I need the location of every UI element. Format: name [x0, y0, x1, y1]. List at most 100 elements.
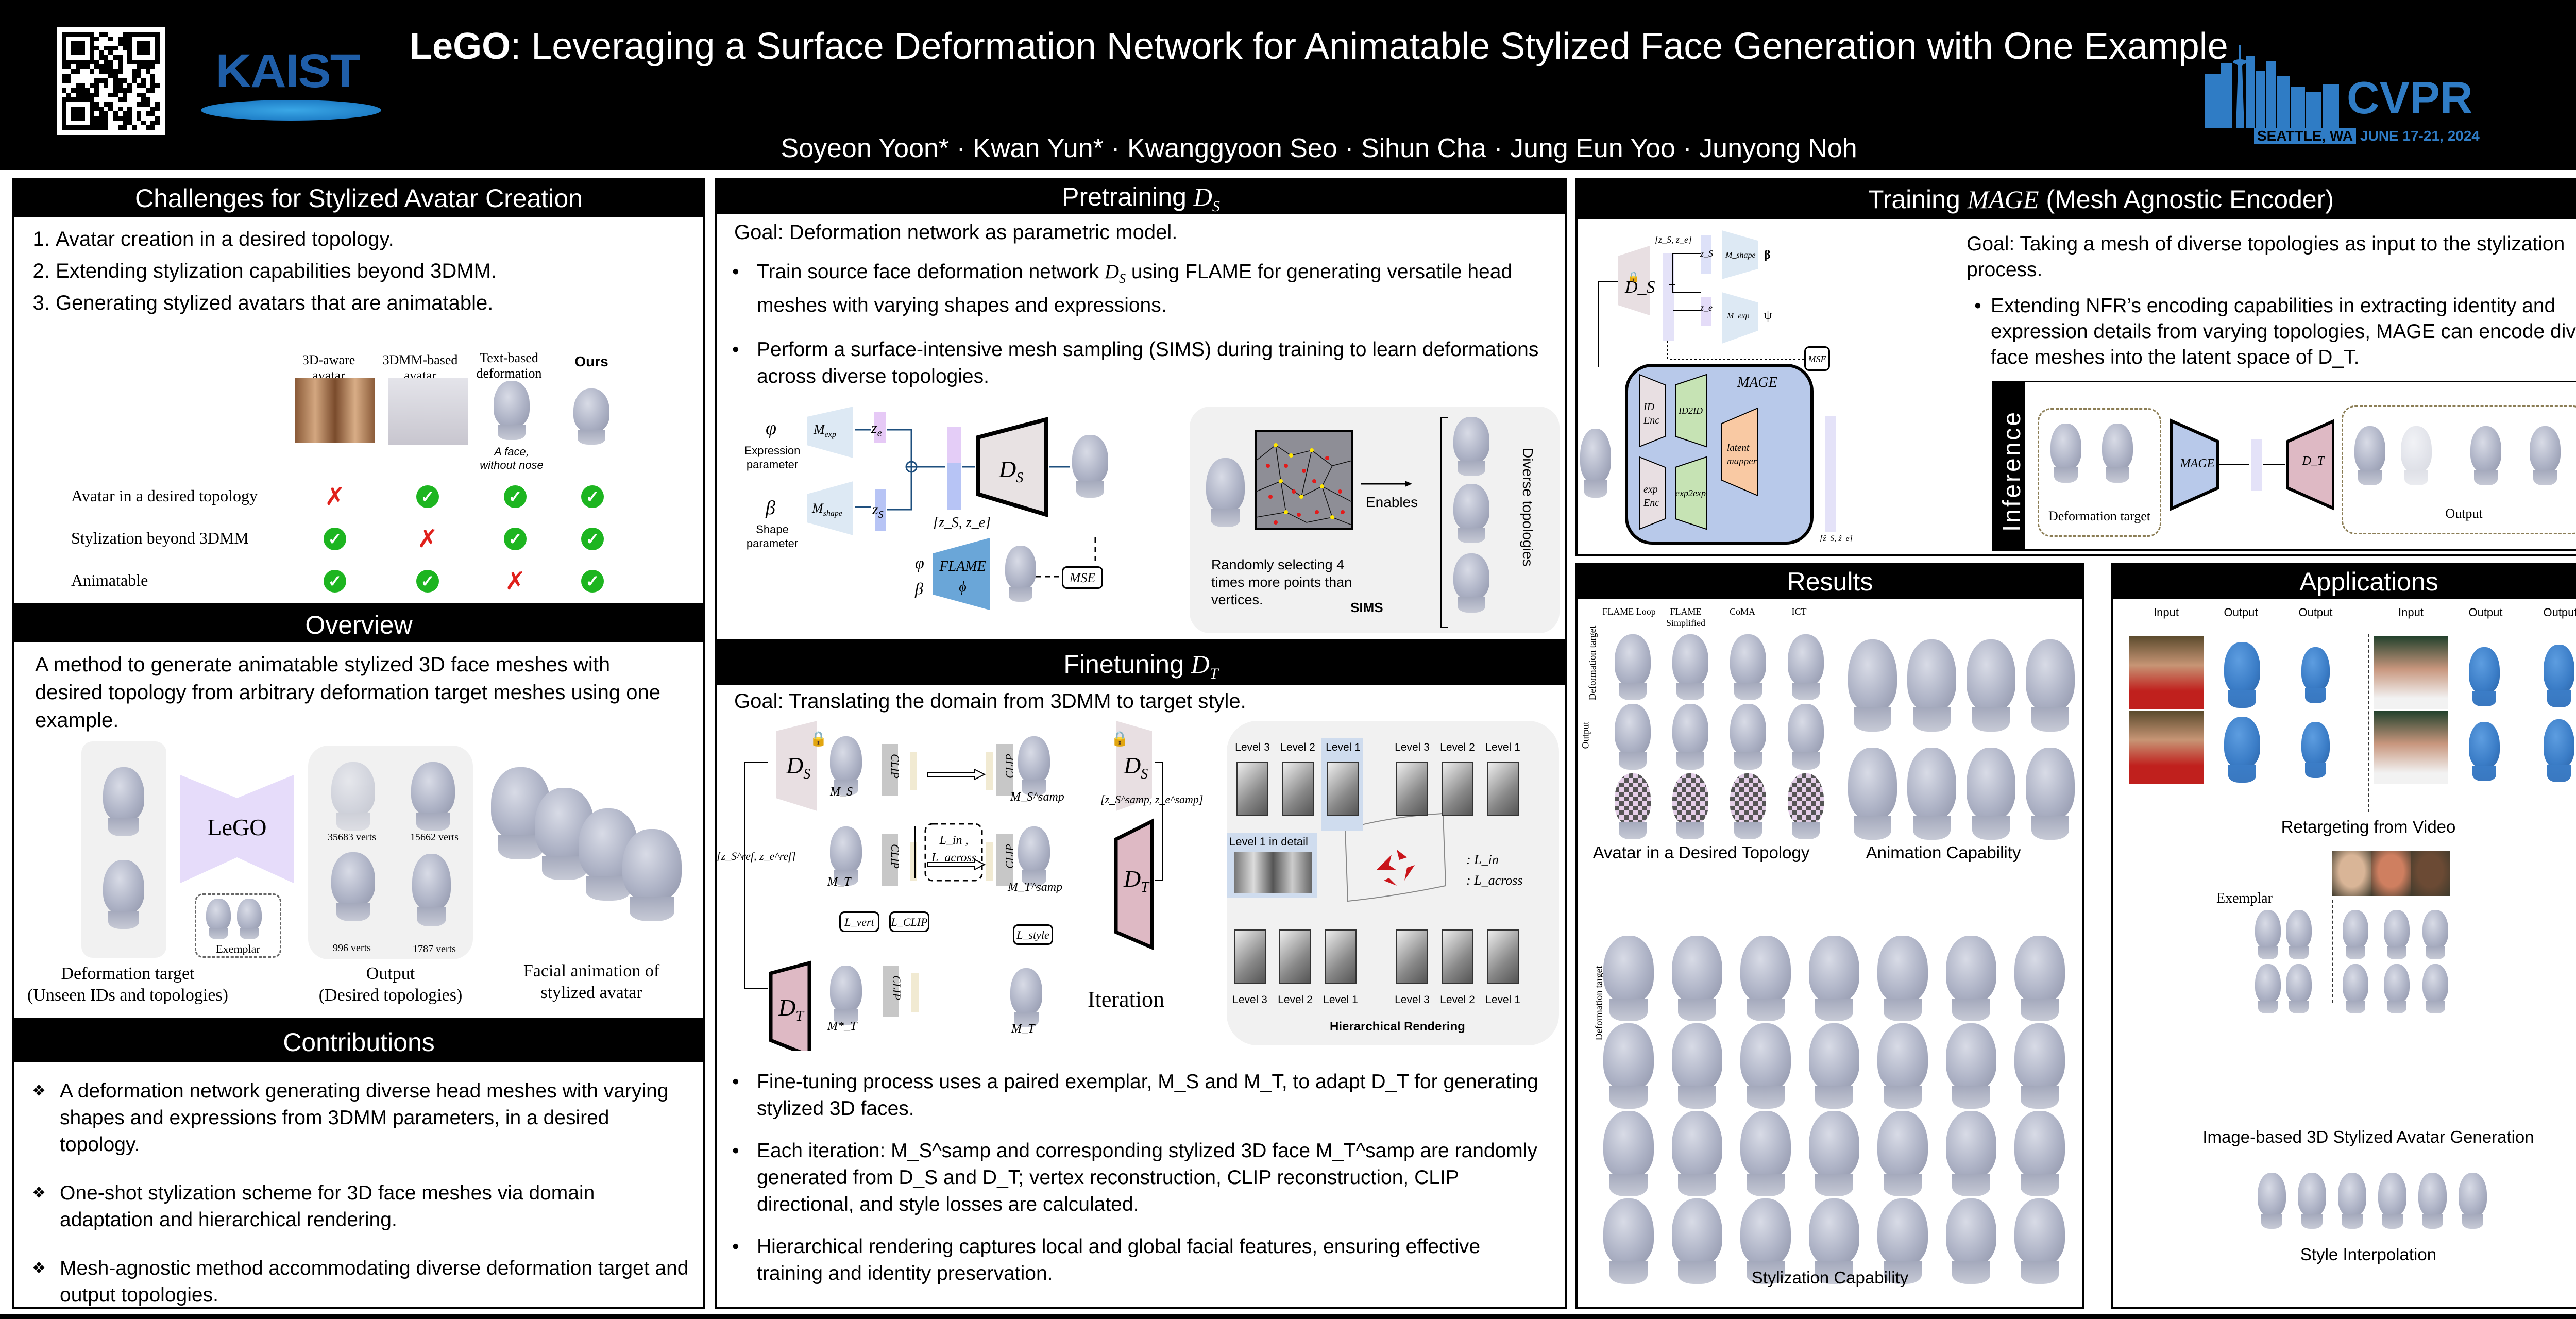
qr-module [117, 41, 123, 46]
qr-module [122, 83, 127, 88]
check-icon: ✓ [324, 570, 346, 593]
qr-module [145, 64, 150, 70]
author-list: Soyeon Yoon* · Kwan Yun* · Kwanggyoon Se… [781, 133, 1857, 163]
qr-module [131, 115, 137, 121]
inference-mage-label: MAGE [2180, 457, 2215, 470]
mage-diagram: 🔒 D_S [z_S, z_e] z_S z_e M_shape M_exp β… [1578, 220, 1959, 555]
challenges-list: Avatar creation in a desired topology. E… [14, 223, 703, 319]
qr-module [145, 46, 150, 51]
qr-module [136, 88, 141, 93]
qr-module [145, 115, 150, 121]
stylization-head [1809, 1111, 1859, 1197]
level-label: Level 1 [1485, 741, 1520, 753]
ms-samp-label: M_S^samp [1010, 790, 1064, 804]
math-label: z [871, 419, 877, 436]
exemplar-label: Exemplar [216, 942, 260, 955]
diverse-topologies-label: Diverse topologies [1520, 448, 1536, 567]
qr-module [80, 46, 86, 51]
qr-module [117, 115, 123, 121]
stylization-head [1877, 1198, 1928, 1284]
qr-module [76, 125, 81, 130]
video-column-label: Output [2543, 606, 2576, 619]
sims-title: SIMS [1350, 600, 1383, 615]
qr-module [80, 69, 86, 74]
overview-figure: LeGO Exemplar 35683 verts 15662 verts 99… [14, 741, 705, 1020]
qr-module [99, 125, 104, 130]
level1-detail-images [1234, 852, 1312, 893]
qr-module [99, 102, 104, 107]
l-clip-box: L_CLIP [889, 911, 929, 932]
math-label: D [1124, 752, 1141, 779]
image-based-head [2255, 910, 2281, 959]
qr-module [104, 125, 109, 130]
qr-module [136, 46, 141, 51]
topology-head [1615, 704, 1651, 770]
overview-caption: Output(Desired topologies) [303, 963, 478, 1006]
qr-module [155, 74, 160, 79]
qr-module [150, 55, 155, 60]
qr-module [150, 111, 155, 116]
qr-module [76, 88, 81, 93]
qr-module [62, 83, 67, 88]
qr-module [90, 55, 95, 60]
inference-sidebar [1994, 382, 2025, 549]
m-shape-label: Mshape [812, 501, 842, 518]
qr-module [85, 64, 90, 70]
target-label: Deformation target [2048, 509, 2151, 523]
stylization-head [1740, 936, 1791, 1022]
qr-module [108, 60, 113, 65]
qr-module [117, 74, 123, 79]
target-head [2050, 424, 2081, 483]
enables-label: Enables [1366, 494, 1418, 510]
qr-module [76, 74, 81, 79]
level-render-stack [1487, 929, 1519, 984]
topology-head [1788, 634, 1824, 700]
qr-module [113, 88, 118, 93]
qr-module [145, 32, 150, 37]
qr-module [108, 97, 113, 102]
qr-module [131, 78, 137, 83]
qr-module [122, 37, 127, 42]
qr-module [117, 60, 123, 65]
qr-module [136, 69, 141, 74]
animation-head [1848, 639, 1897, 732]
target-head [2102, 424, 2133, 483]
input-video-frame [2374, 711, 2448, 784]
check-icon: ✓ [504, 485, 527, 508]
qr-module [76, 92, 81, 97]
mage-network-svg [1598, 230, 1836, 545]
ds-output-head [1072, 435, 1108, 498]
dt-bottom [769, 960, 811, 1051]
math-sub: T [795, 1008, 804, 1025]
qr-module [104, 115, 109, 121]
qr-module [136, 50, 141, 56]
input-head [1580, 429, 1611, 498]
poster-header: KAIST LeGO: Leveraging a Surface Deforma… [0, 0, 2576, 170]
qr-module [141, 115, 146, 121]
qr-module [66, 74, 72, 79]
qr-module [136, 64, 141, 70]
exemplar-divider [2332, 900, 2333, 1003]
qr-module [85, 92, 90, 97]
challenge-item: Generating stylized avatars that are ani… [56, 287, 703, 319]
qr-module [113, 115, 118, 121]
qr-module [104, 120, 109, 125]
text-deform-head [494, 381, 530, 441]
psi-symbol: ψ [1764, 309, 1772, 322]
qr-code[interactable] [57, 27, 165, 135]
dt-bottom-label: DT [778, 994, 804, 1025]
qr-module [122, 111, 127, 116]
qr-module [90, 78, 95, 83]
flame-phi-label: ϕ [959, 579, 967, 595]
qr-module [155, 102, 160, 107]
animation-head [622, 829, 682, 922]
clip-encoder-label: CLIP [888, 844, 902, 869]
qr-module [122, 92, 127, 97]
heading-text: (Mesh Agnostic Encoder) [2039, 185, 2334, 214]
enables-arrow-icon [1361, 481, 1412, 487]
stylized-horned-head [2286, 964, 2312, 1013]
qr-module [113, 111, 118, 116]
qr-module [62, 78, 67, 83]
qr-module [66, 92, 72, 97]
qr-module [66, 83, 72, 88]
